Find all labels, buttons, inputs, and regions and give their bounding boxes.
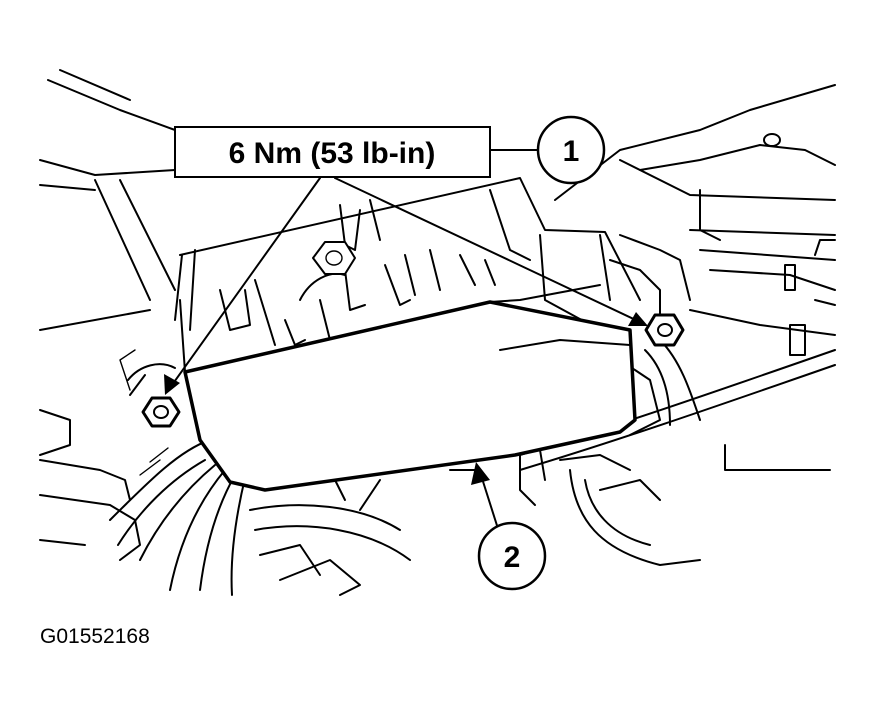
figure-code: G01552168 xyxy=(40,625,150,648)
callout-2-number: 2 xyxy=(504,541,521,574)
background-structure xyxy=(39,69,836,596)
callout-1-number: 1 xyxy=(563,135,580,168)
right-bolt xyxy=(644,313,685,347)
torque-spec-label: 6 Nm (53 lb-in) xyxy=(174,126,491,178)
callout-2: 2 xyxy=(477,521,547,591)
module-assembly xyxy=(174,177,641,492)
left-bolt xyxy=(127,363,181,428)
callout-1: 1 xyxy=(536,115,606,185)
torque-spec-text: 6 Nm (53 lb-in) xyxy=(229,137,436,170)
torque-leader-lines xyxy=(164,177,648,395)
callout-2-leader xyxy=(471,462,501,536)
